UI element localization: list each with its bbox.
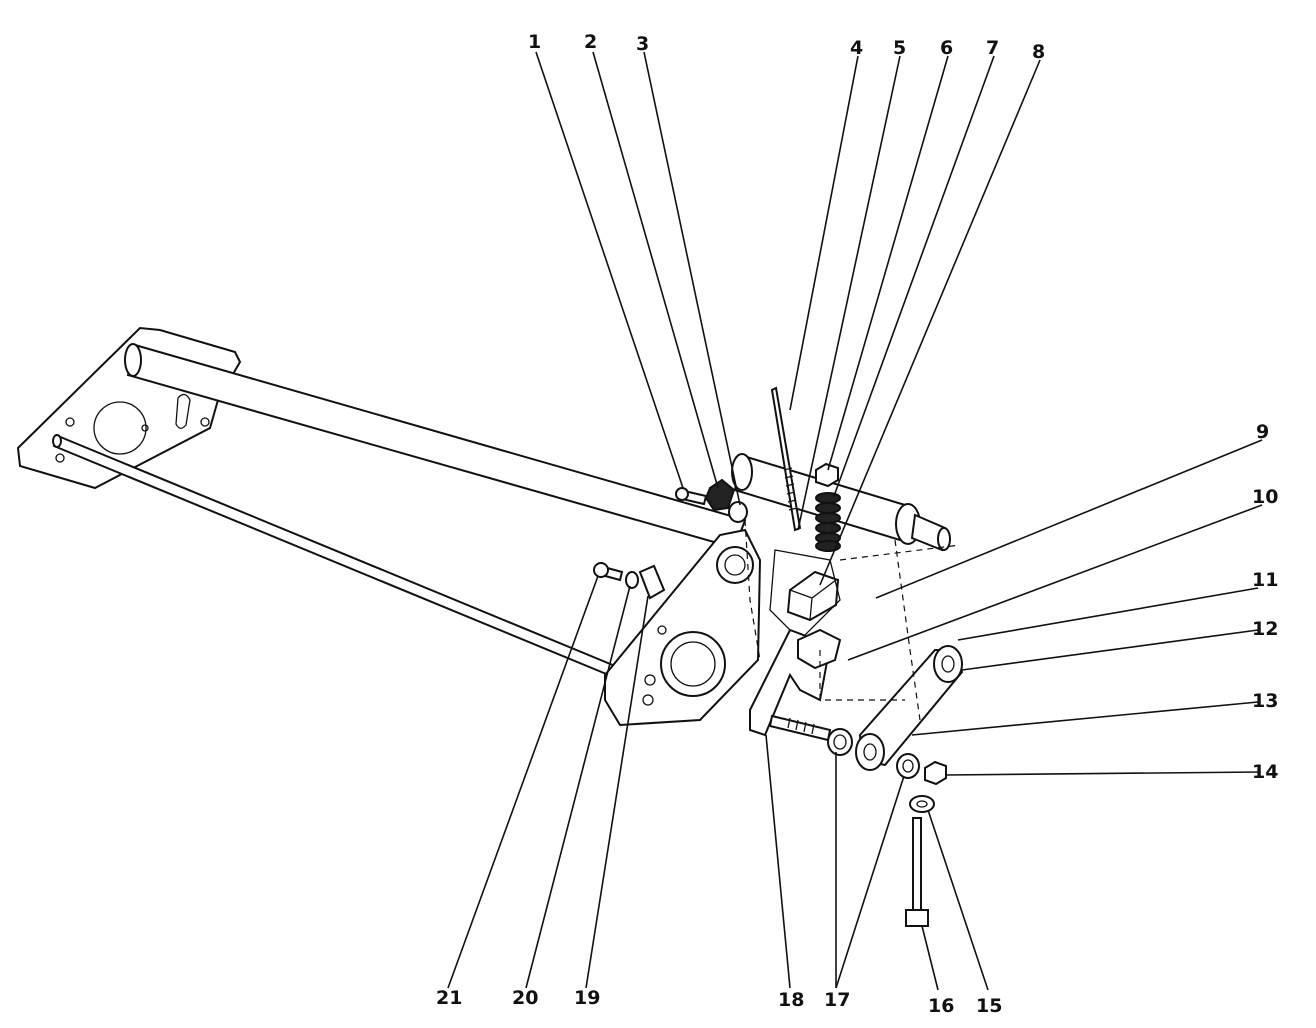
adjusting-block-face — [789, 579, 837, 621]
bushing — [896, 753, 920, 779]
upper-tube — [126, 343, 747, 550]
callout-3: 3 — [636, 33, 649, 55]
left-plate-bolt — [141, 424, 149, 432]
leader-line-17b — [835, 775, 905, 989]
callout-19: 19 — [574, 987, 600, 1009]
bushing-inner — [833, 734, 847, 750]
lock-nut — [924, 760, 947, 786]
callout-7: 7 — [986, 37, 999, 59]
callout-4: 4 — [850, 37, 863, 59]
bracket-outline — [769, 549, 841, 641]
callout-10: 10 — [1252, 486, 1278, 508]
leader-line-9 — [875, 439, 1263, 599]
small-bolt-head — [675, 487, 689, 501]
washer-hole — [916, 800, 928, 808]
leader-line-2 — [592, 51, 719, 489]
bushing-inner — [902, 759, 914, 773]
leader-line-13 — [911, 701, 1259, 736]
callout-12: 12 — [1252, 618, 1278, 640]
lower-rod-end — [52, 434, 62, 448]
left-plate-bolt — [65, 417, 75, 427]
leader-line-3 — [643, 51, 741, 506]
leader-line-12 — [961, 629, 1259, 671]
callout-21: 21 — [436, 987, 462, 1009]
centerline — [839, 544, 961, 561]
centerline — [819, 650, 905, 701]
assembly-drawing — [16, 326, 964, 927]
leader-line-11 — [957, 587, 1259, 641]
leader-line-4 — [789, 55, 859, 411]
spacer — [728, 501, 748, 523]
screw-head — [593, 562, 609, 578]
left-plate-bolt — [200, 417, 210, 427]
leader-line-21 — [447, 575, 599, 989]
lever-bolt — [768, 714, 832, 742]
right-plate-hole — [644, 674, 656, 686]
spring — [815, 492, 841, 552]
left-plate-slot — [175, 393, 191, 429]
callout-16: 16 — [928, 995, 954, 1017]
callout-14: 14 — [1252, 761, 1278, 783]
left-plate-hole — [93, 401, 147, 455]
leader-line-1 — [535, 51, 684, 489]
top-nut — [815, 462, 839, 488]
bracket-clip — [638, 564, 666, 600]
clevis — [797, 628, 842, 670]
centerline — [744, 519, 761, 661]
rear-cross-tube-end — [731, 453, 753, 491]
left-plate-bolt — [55, 453, 65, 463]
callout-5: 5 — [893, 37, 906, 59]
callout-17: 17 — [824, 989, 850, 1011]
callout-9: 9 — [1256, 421, 1269, 443]
adjusting-rod-thread — [783, 467, 798, 511]
long-bolt — [912, 817, 922, 911]
upper-tube-end — [124, 343, 142, 377]
right-plate-boss-inner — [724, 554, 746, 576]
callout-8: 8 — [1032, 41, 1045, 63]
leader-line-5 — [797, 55, 901, 531]
leader-lines — [447, 51, 1263, 991]
link-arm-end — [933, 645, 963, 683]
star-washer — [704, 478, 736, 512]
leader-line-14 — [945, 771, 1261, 776]
adjusting-rod — [770, 386, 802, 532]
leader-line-20 — [525, 585, 631, 989]
leader-line-15 — [927, 809, 989, 991]
right-plate-bearing-inner — [670, 641, 716, 687]
long-bolt-head — [905, 909, 929, 927]
shaft-stub-end — [937, 527, 951, 551]
right-plate-hole — [642, 694, 654, 706]
washer — [909, 795, 935, 813]
lock-washer — [625, 571, 639, 589]
callout-labels: 1 2 3 4 5 6 7 8 9 10 11 12 13 14 15 16 1… — [436, 31, 1278, 1017]
leader-line-7 — [833, 55, 995, 497]
bushing — [827, 728, 853, 756]
link-arm-end — [855, 733, 885, 771]
leader-line-16 — [921, 925, 939, 991]
callout-18: 18 — [778, 989, 804, 1011]
leader-line-18 — [765, 734, 791, 989]
link-arm-end-hole — [941, 655, 955, 673]
right-plate-hole — [657, 625, 667, 635]
link-arm-end-hole — [863, 743, 877, 761]
centerline — [894, 539, 921, 721]
leader-line-8 — [819, 59, 1041, 586]
callout-6: 6 — [940, 37, 953, 59]
callout-11: 11 — [1252, 569, 1278, 591]
adjusting-block — [786, 570, 840, 622]
leader-line-19 — [585, 595, 649, 989]
callout-2: 2 — [584, 31, 597, 53]
leader-line-6 — [827, 55, 949, 471]
callout-1: 1 — [528, 31, 541, 53]
callout-13: 13 — [1252, 690, 1278, 712]
right-plate-boss — [716, 546, 754, 584]
callout-15: 15 — [976, 995, 1002, 1017]
callout-20: 20 — [512, 987, 538, 1009]
leader-line-10 — [847, 504, 1263, 661]
lever-bolt-thread — [787, 717, 815, 735]
